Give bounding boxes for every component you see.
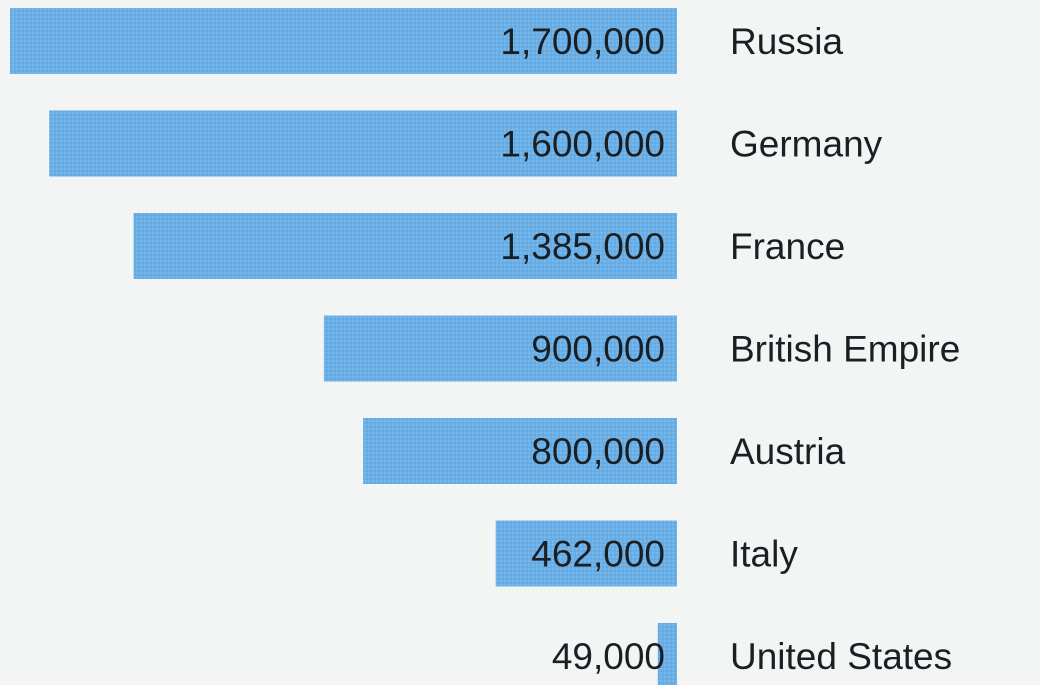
- bar-italy: [495, 520, 677, 587]
- category-label-russia: Russia: [730, 21, 844, 62]
- value-label-united-states: 49,000: [552, 636, 665, 677]
- bars-layer: [10, 8, 678, 685]
- value-label-austria: 800,000: [531, 431, 665, 472]
- bar-united-states: [657, 623, 677, 685]
- value-label-british-empire: 900,000: [531, 329, 665, 370]
- bar-france: [133, 213, 678, 279]
- category-label-british-empire: British Empire: [730, 329, 960, 370]
- category-label-germany: Germany: [730, 124, 883, 165]
- bar-austria: [363, 418, 677, 484]
- value-label-italy: 462,000: [531, 534, 665, 575]
- category-label-austria: Austria: [730, 431, 846, 472]
- category-label-france: France: [730, 226, 845, 267]
- value-labels-layer: 1,700,000 1,600,000 1,385,000 900,000 800,00…: [500, 21, 665, 677]
- category-label-italy: Italy: [730, 534, 798, 575]
- bar-russia: [10, 8, 677, 74]
- value-label-france: 1,385,000: [500, 226, 665, 267]
- bar-british-empire: [323, 315, 677, 382]
- value-label-germany: 1,600,000: [500, 124, 665, 165]
- bar-germany: [49, 110, 677, 177]
- category-label-united-states: United States: [730, 636, 952, 677]
- value-label-russia: 1,700,000: [500, 21, 665, 62]
